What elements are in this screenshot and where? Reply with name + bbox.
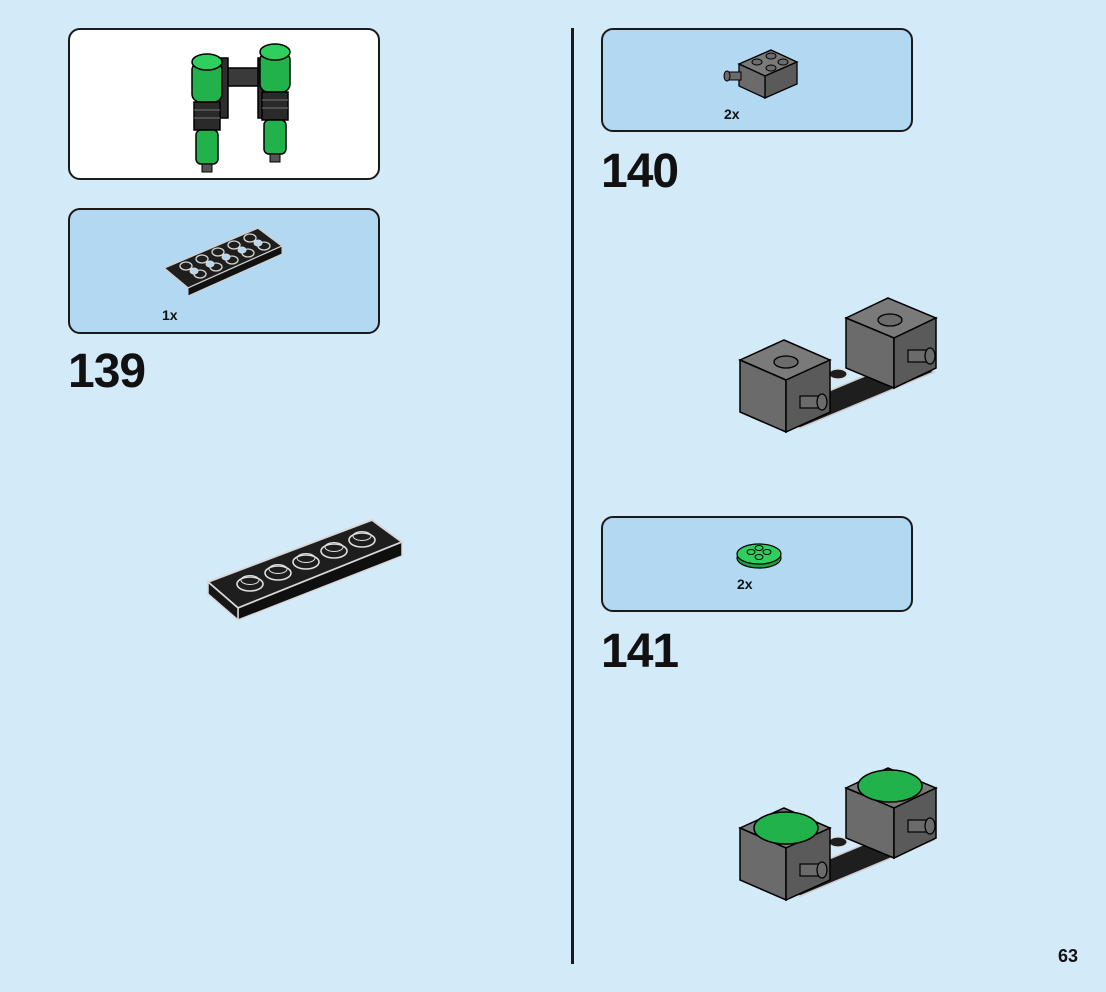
black-plate-build-icon: [206, 518, 405, 622]
green-round-plate-icon: [736, 543, 782, 569]
column-divider: [571, 28, 574, 964]
gray-brick-with-pin-icon: [723, 49, 799, 100]
parts-callout-step-141: 2x: [601, 516, 913, 612]
green-jet-engines-icon: [191, 43, 291, 173]
parts-callout-step-139: 1x: [68, 208, 380, 334]
quantity-label: 2x: [737, 576, 753, 592]
black-technic-plate-icon: [162, 227, 284, 297]
step-number-140: 140: [601, 145, 679, 198]
parts-callout-step-140: 2x: [601, 28, 913, 132]
quantity-label: 1x: [162, 307, 178, 323]
step-number-141: 141: [601, 625, 679, 678]
step-number-139: 139: [68, 345, 146, 398]
submodel-callout: [68, 28, 380, 180]
green-plates-build-icon: [738, 767, 938, 902]
gray-bricks-build-icon: [738, 297, 938, 434]
quantity-label: 2x: [724, 106, 740, 122]
page-number: 63: [1057, 946, 1078, 966]
